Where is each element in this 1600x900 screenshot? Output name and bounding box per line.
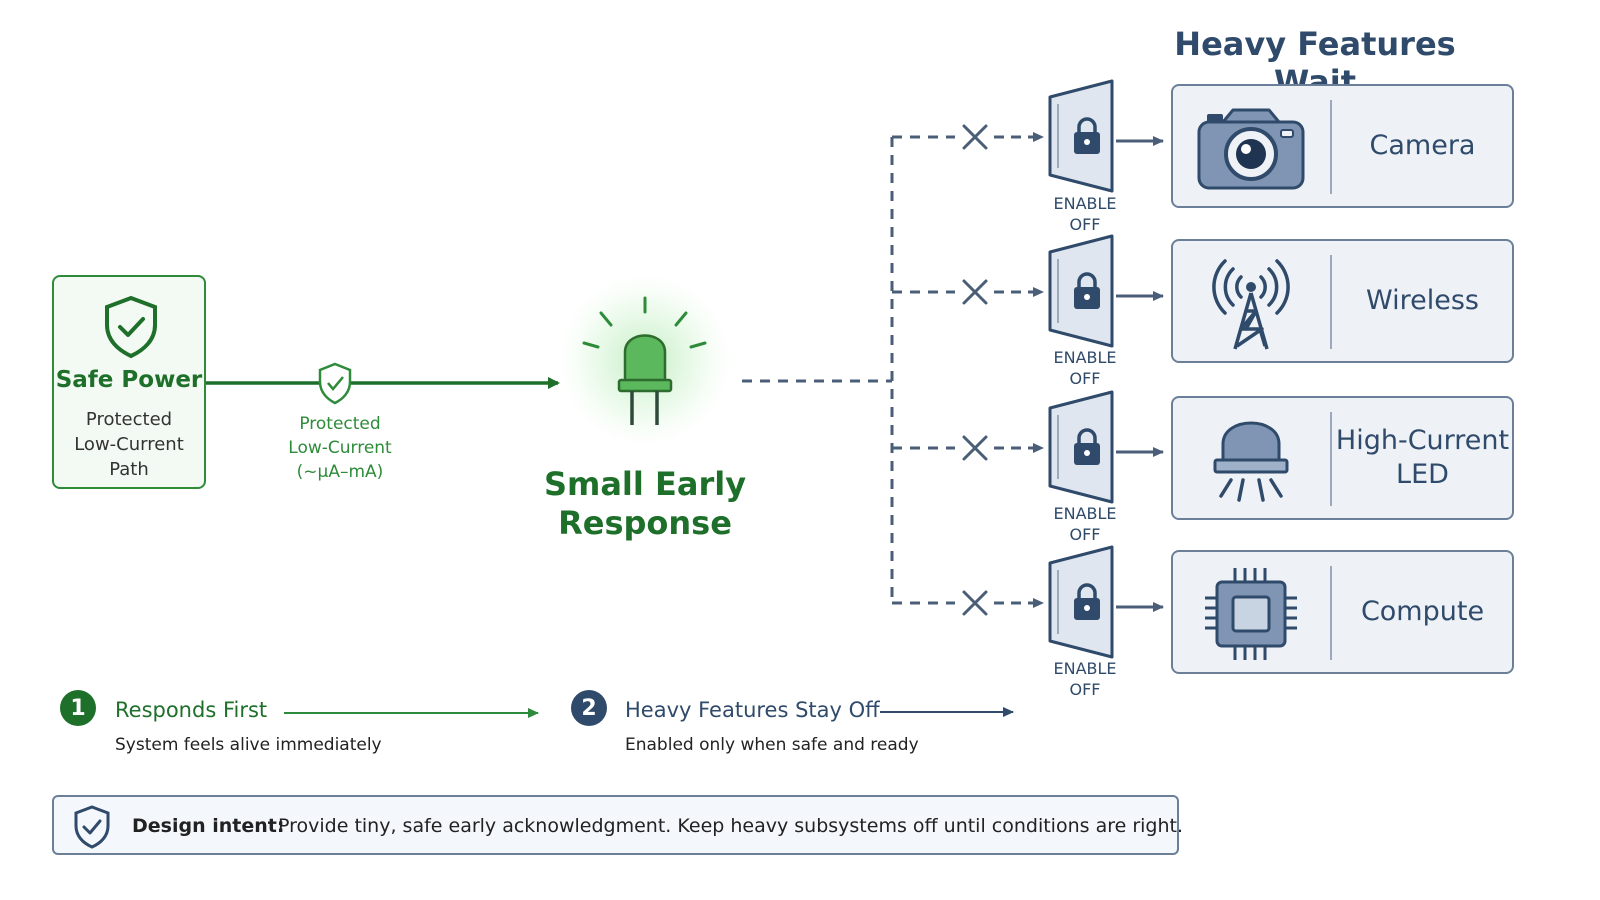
wire-shield-icon xyxy=(318,362,352,405)
gate-label-state: OFF xyxy=(1069,525,1101,544)
step-2-title: Heavy Features Stay Off xyxy=(625,698,880,722)
wireless-tower-icon xyxy=(1212,259,1290,350)
gate-label-state: OFF xyxy=(1069,215,1101,234)
shield-check-icon xyxy=(74,805,110,849)
feature-wireless: Wireless xyxy=(1171,239,1514,363)
feature-label: High-Current LED xyxy=(1333,398,1512,518)
feature-compute: Compute xyxy=(1171,550,1514,674)
enable-gate-lock-icon xyxy=(1048,545,1114,659)
feature-divider xyxy=(1330,566,1332,660)
enable-gate-lock-icon xyxy=(1048,79,1114,193)
response-title: Small Early Response xyxy=(530,465,760,543)
feature-high-current-led: High-Current LED xyxy=(1171,396,1514,520)
wire-label: Protected Low-Current (~µA–mA) xyxy=(270,412,410,484)
feature-camera: Camera xyxy=(1171,84,1514,208)
blocked-x-icon xyxy=(962,590,988,616)
camera-icon xyxy=(1197,108,1305,190)
gate-label-led: ENABLE OFF xyxy=(1040,503,1130,545)
feature-label-line: High-Current xyxy=(1335,425,1510,456)
green-led-icon xyxy=(582,296,707,425)
gate-label-enable: ENABLE xyxy=(1053,348,1117,367)
feature-label-line: Compute xyxy=(1360,596,1485,627)
gate-label-wireless: ENABLE OFF xyxy=(1040,347,1130,389)
step-1-title: Responds First xyxy=(115,698,268,722)
shield-check-icon xyxy=(105,295,157,359)
response-title-line: Small Early xyxy=(543,465,747,503)
gate-label-state: OFF xyxy=(1069,369,1101,388)
gate-label-enable: ENABLE xyxy=(1053,659,1117,678)
chip-icon xyxy=(1205,568,1297,660)
blocked-x-icon xyxy=(962,435,988,461)
wire-label-line: Protected xyxy=(299,414,381,434)
wire-label-line: Low-Current xyxy=(288,438,392,458)
high-current-led-icon xyxy=(1213,421,1289,502)
wire-label-line: (~µA–mA) xyxy=(296,462,384,482)
design-intent-label: Design intent: xyxy=(132,815,285,837)
gate-label-camera: ENABLE OFF xyxy=(1040,193,1130,235)
enable-gate-lock-icon xyxy=(1048,390,1114,504)
feature-label: Camera xyxy=(1333,86,1512,206)
feature-label-line: Camera xyxy=(1369,130,1476,161)
feature-label-line: LED xyxy=(1396,459,1449,490)
disabled-control-bus xyxy=(742,135,955,605)
gate-row-led xyxy=(962,390,1164,504)
step-1-badge: 1 xyxy=(60,690,96,726)
safe-power-subtitle-line: Protected xyxy=(85,409,173,430)
feature-divider xyxy=(1330,100,1332,194)
step-1-description: System feels alive immediately xyxy=(115,735,382,755)
feature-divider xyxy=(1330,412,1332,506)
gate-label-compute: ENABLE OFF xyxy=(1040,658,1130,700)
feature-divider xyxy=(1330,255,1332,349)
feature-label-line: Wireless xyxy=(1366,285,1479,316)
step-2-badge: 2 xyxy=(571,690,607,726)
blocked-x-icon xyxy=(962,124,988,150)
enable-gate-lock-icon xyxy=(1048,234,1114,348)
safe-power-subtitle-line: Path xyxy=(109,459,149,480)
feature-label: Wireless xyxy=(1333,241,1512,361)
gate-label-enable: ENABLE xyxy=(1053,504,1117,523)
gate-row-compute xyxy=(962,545,1164,659)
response-title-line: Response xyxy=(558,504,732,542)
heavy-features-title: Heavy Features Wait xyxy=(1174,25,1456,101)
feature-label: Compute xyxy=(1333,552,1512,672)
gate-row-camera xyxy=(962,79,1164,193)
gate-label-enable: ENABLE xyxy=(1053,194,1117,213)
blocked-x-icon xyxy=(962,279,988,305)
safe-power-subtitle: Protected Low-Current Path xyxy=(54,407,204,482)
step-2-description: Enabled only when safe and ready xyxy=(625,735,919,755)
gate-label-state: OFF xyxy=(1069,680,1101,699)
safe-power-subtitle-line: Low-Current xyxy=(74,434,184,455)
design-intent-box: Design intent: Provide tiny, safe early … xyxy=(52,795,1183,855)
gate-row-wireless xyxy=(962,234,1164,348)
safe-power-title: Safe Power xyxy=(55,367,203,393)
safe-power-box: Safe Power Protected Low-Current Path xyxy=(52,275,206,489)
design-intent-text: Provide tiny, safe early acknowledgment.… xyxy=(278,815,1184,837)
